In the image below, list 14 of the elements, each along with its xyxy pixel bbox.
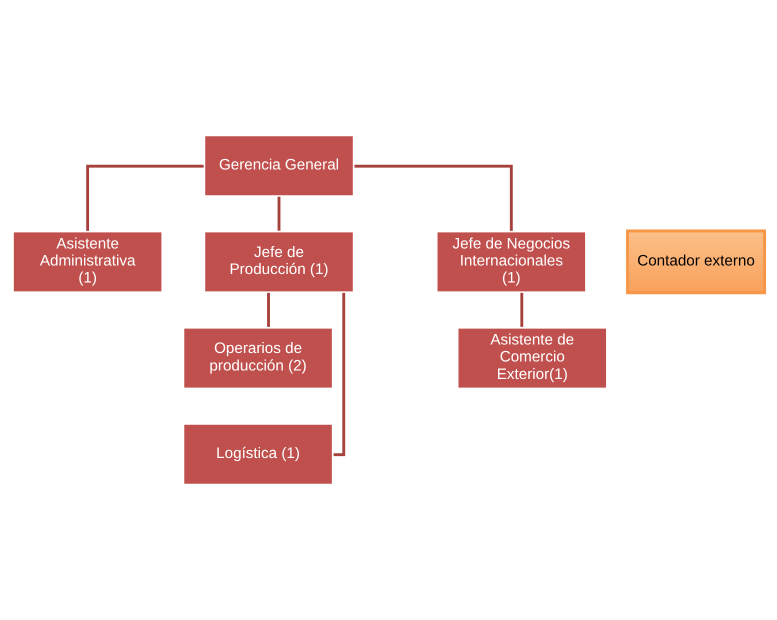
node-box: Contador externo (626, 230, 766, 294)
node-box: Asistente Administrativa (1) (10, 230, 164, 294)
node-box: Gerencia General (202, 133, 356, 198)
connector (267, 292, 270, 327)
connector (354, 164, 513, 231)
node-box: Asistente de Comercio Exterior(1) (456, 326, 609, 390)
connector (86, 164, 204, 231)
node-box: Jefe de Producción (1) (202, 230, 356, 294)
connector (334, 292, 346, 456)
connector (520, 292, 524, 327)
connector (278, 196, 280, 231)
node-box: Logística (1) (181, 422, 335, 487)
node-box: Jefe de Negocios Internacionales (1) (434, 230, 588, 294)
node-box: Operarios de producción (2) (181, 326, 335, 390)
